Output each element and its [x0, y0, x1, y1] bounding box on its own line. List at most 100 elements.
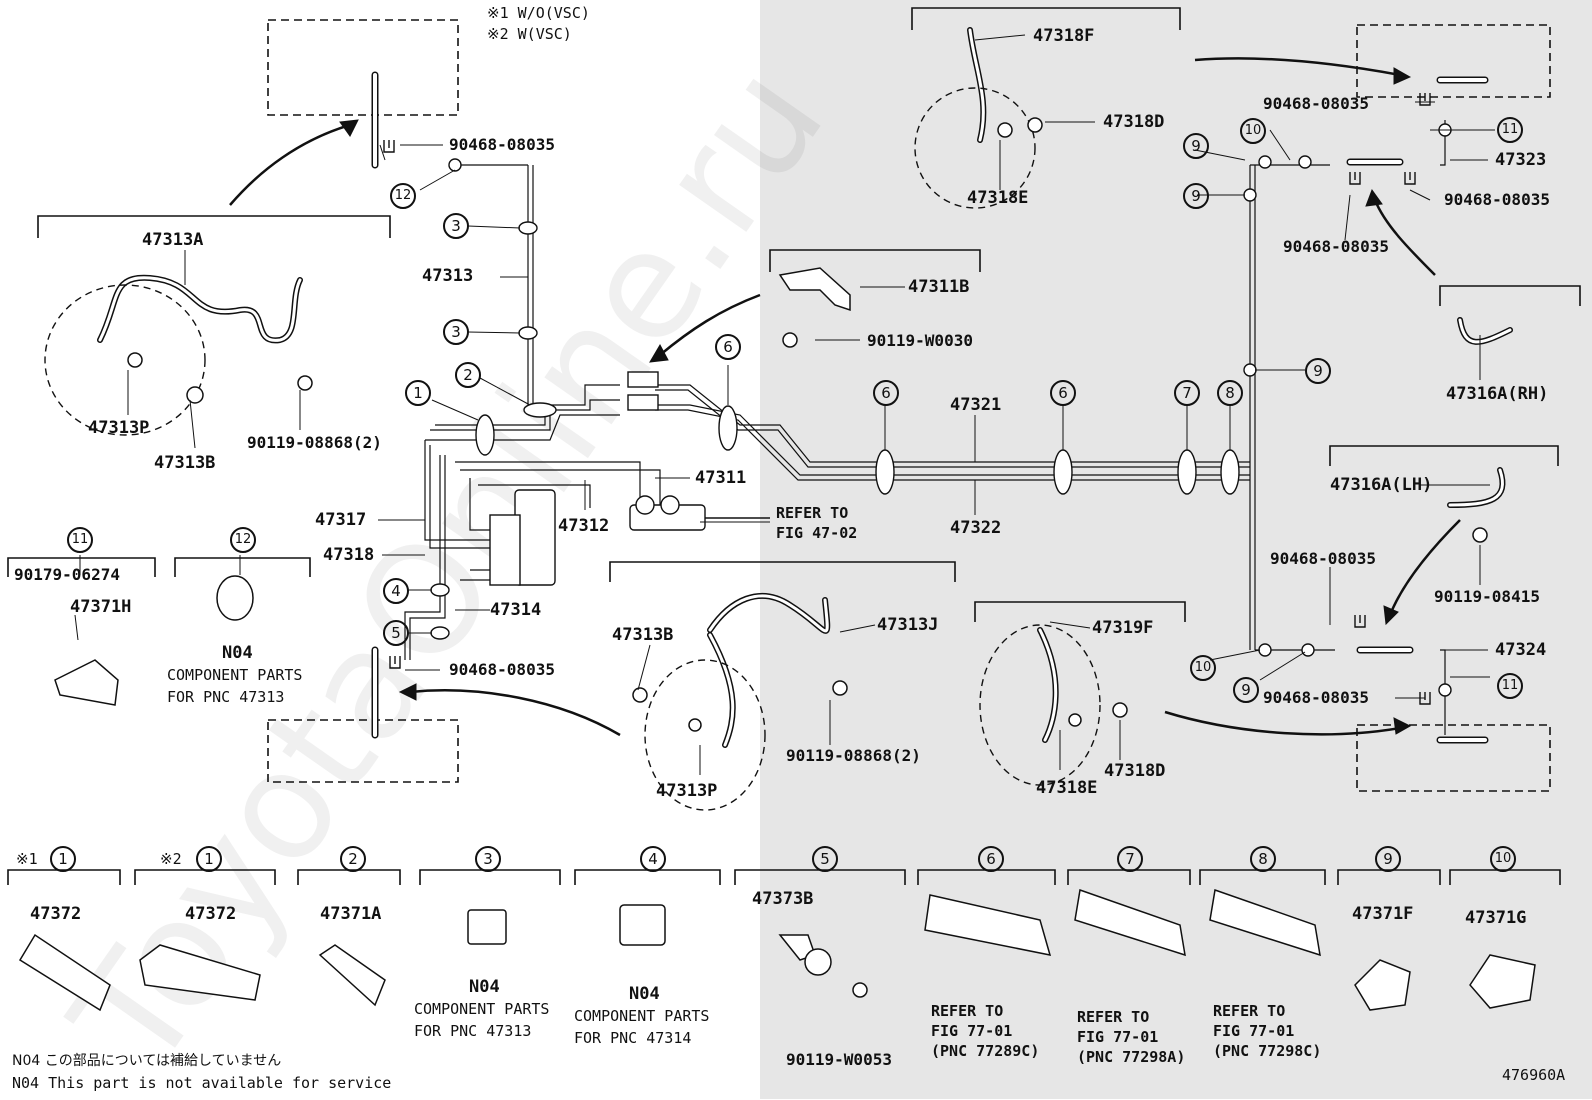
- legend-part-47373B: 47373B: [752, 889, 814, 909]
- component-parts-12: N04 COMPONENT PARTS FOR PNC 47313: [167, 642, 302, 708]
- legend-part-47371G: 47371G: [1465, 908, 1527, 928]
- label-47319F: 47319F: [1092, 618, 1154, 638]
- legend-comp-3-l1: COMPONENT PARTS: [414, 1000, 550, 1018]
- dashed-box-top-right: [1356, 24, 1551, 98]
- n04-12: N04: [222, 643, 253, 663]
- label-47312: 47312: [558, 516, 610, 536]
- legend-refer-7-l1: REFER TO: [1077, 1008, 1150, 1026]
- note-w-vsc: ※2 W(VSC): [487, 25, 572, 43]
- circle-9b: 9: [1183, 183, 1209, 209]
- figure-id: 476960A: [1502, 1066, 1566, 1084]
- legend-refer-6-l3: (PNC 77289C): [931, 1042, 1040, 1060]
- legend-refer-8-l2: FIG 77-01: [1213, 1022, 1295, 1040]
- legend-refer-7-l2: FIG 77-01: [1077, 1028, 1159, 1046]
- footer-note-jp: N04 この部品については補給していません: [12, 1053, 282, 1069]
- label-90179-06274: 90179-06274: [14, 565, 120, 584]
- circle-3b: 3: [443, 319, 469, 345]
- circle-4: 4: [383, 578, 409, 604]
- legend-refer-8: REFER TO FIG 77-01 (PNC 77298C): [1213, 1001, 1321, 1061]
- legend-refer-7-l3: (PNC 77298A): [1077, 1048, 1186, 1066]
- label-47323: 47323: [1495, 150, 1547, 170]
- circle-11-legend: 11: [67, 527, 93, 553]
- legend-circle-7: 7: [1117, 846, 1143, 872]
- circle-12a: 12: [390, 183, 416, 209]
- label-47318D-top: 47318D: [1103, 112, 1165, 132]
- note-wo-vsc: ※1 W/O(VSC): [487, 4, 590, 22]
- comp-12-line1: COMPONENT PARTS: [167, 666, 303, 684]
- label-47313: 47313: [422, 266, 474, 286]
- circle-11a: 11: [1497, 117, 1523, 143]
- circle-12-legend: 12: [230, 527, 256, 553]
- comp-12-line2: FOR PNC 47313: [167, 688, 285, 706]
- refer-line1: REFER TO: [776, 504, 849, 522]
- label-90468-08035-left: 90468-08035: [449, 660, 555, 679]
- circle-10b: 10: [1190, 655, 1216, 681]
- legend-part-47372-a: 47372: [30, 904, 82, 924]
- legend-n04-4: N04: [629, 984, 660, 1004]
- legend-circle-3: 3: [475, 846, 501, 872]
- label-47318D-bot: 47318D: [1104, 761, 1166, 781]
- label-47318E-bot: 47318E: [1036, 778, 1098, 798]
- footer-note-en: N04 This part is not available for servi…: [12, 1074, 392, 1092]
- legend-comp-3: N04 COMPONENT PARTS FOR PNC 47313: [414, 976, 549, 1042]
- legend-circle-2: 2: [340, 846, 366, 872]
- circle-2: 2: [455, 362, 481, 388]
- circle-6b: 6: [873, 380, 899, 406]
- refer-fig-47-02: REFER TO FIG 47-02: [776, 503, 857, 543]
- legend-bolt-90119-W0053: 90119-W0053: [786, 1050, 892, 1069]
- legend-refer-6-l1: REFER TO: [931, 1002, 1004, 1020]
- label-47316A-RH: 47316A(RH): [1446, 384, 1549, 404]
- label-47313B-mid: 47313B: [612, 625, 674, 645]
- circle-5: 5: [383, 620, 409, 646]
- legend-circle-6: 6: [978, 846, 1004, 872]
- circle-3a: 3: [443, 213, 469, 239]
- circle-6a: 6: [715, 334, 741, 360]
- label-47313J: 47313J: [877, 615, 939, 635]
- legend-refer-7: REFER TO FIG 77-01 (PNC 77298A): [1077, 1007, 1185, 1067]
- label-90119-08868-mid: 90119-08868(2): [786, 746, 921, 765]
- label-47321: 47321: [950, 395, 1002, 415]
- legend-mark-1: ※1: [16, 850, 38, 868]
- label-47313B-left: 47313B: [154, 453, 216, 473]
- dashed-box-bottom-right: [1356, 724, 1551, 792]
- legend-circle-5: 5: [812, 846, 838, 872]
- legend-circle-1b: 1: [196, 846, 222, 872]
- circle-6c: 6: [1050, 380, 1076, 406]
- circle-10a: 10: [1240, 118, 1266, 144]
- label-90468-08035-r4: 90468-08035: [1270, 549, 1376, 568]
- label-90468-08035-r3: 90468-08035: [1283, 237, 1389, 256]
- shaded-region: [760, 0, 1592, 1099]
- label-47318F: 47318F: [1033, 26, 1095, 46]
- label-90468-08035-r1: 90468-08035: [1263, 94, 1369, 113]
- circle-1: 1: [405, 380, 431, 406]
- legend-circle-8: 8: [1250, 846, 1276, 872]
- label-47313A: 47313A: [142, 230, 204, 250]
- label-47318: 47318: [323, 545, 375, 565]
- circle-7: 7: [1174, 380, 1200, 406]
- label-47314: 47314: [490, 600, 542, 620]
- refer-line2: FIG 47-02: [776, 524, 858, 542]
- label-90119-08415: 90119-08415: [1434, 587, 1540, 606]
- legend-comp-4-l1: COMPONENT PARTS: [574, 1007, 710, 1025]
- label-47318E-top: 47318E: [967, 188, 1029, 208]
- label-90468-08035-r5: 90468-08035: [1263, 688, 1369, 707]
- legend-part-47371F: 47371F: [1352, 904, 1414, 924]
- label-47371H: 47371H: [70, 597, 132, 617]
- legend-part-47372-b: 47372: [185, 904, 237, 924]
- label-47311B: 47311B: [908, 277, 970, 297]
- circle-9d: 9: [1233, 677, 1259, 703]
- legend-n04-3: N04: [469, 977, 500, 997]
- legend-circle-10: 10: [1490, 846, 1516, 872]
- label-47316A-LH: 47316A(LH): [1330, 475, 1433, 495]
- legend-mark-2: ※2: [160, 850, 182, 868]
- legend-comp-3-l2: FOR PNC 47313: [414, 1022, 532, 1040]
- label-47311: 47311: [695, 468, 747, 488]
- circle-9c: 9: [1305, 358, 1331, 384]
- dashed-box-top-left: [267, 19, 459, 116]
- label-47322: 47322: [950, 518, 1002, 538]
- label-47313P-left: 47313P: [88, 418, 150, 438]
- legend-refer-8-l1: REFER TO: [1213, 1002, 1286, 1020]
- label-90119-08868-left: 90119-08868(2): [247, 433, 382, 452]
- legend-comp-4: N04 COMPONENT PARTS FOR PNC 47314: [574, 983, 709, 1049]
